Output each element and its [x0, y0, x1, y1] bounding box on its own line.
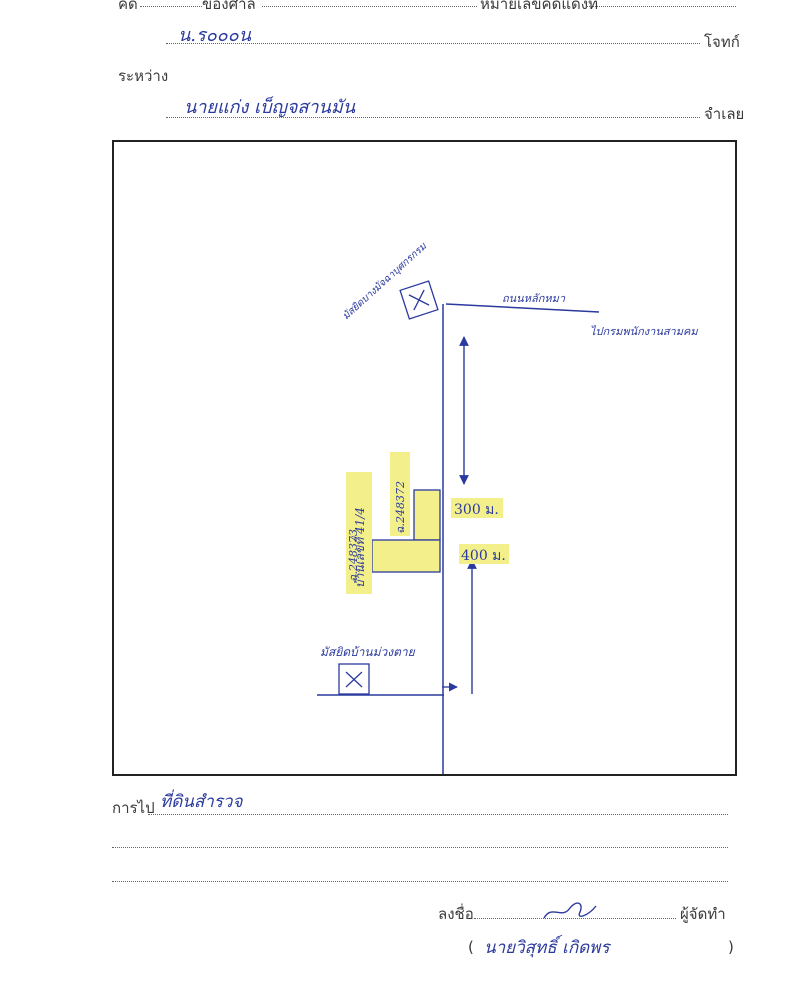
bottom-temple-label: มัสยิดบ้านม่วงตาย	[320, 645, 416, 659]
route-dots-1	[148, 814, 728, 815]
plot-right	[413, 489, 441, 541]
distance-top-highlight	[451, 498, 503, 518]
top-temple-label: มัสยิดบางมัจฉาบุศกรกรม	[340, 239, 430, 322]
distance-top-label: 300 ม.	[454, 502, 499, 518]
court-label: ของศาล	[202, 0, 256, 13]
case-dots	[140, 6, 202, 7]
house-number-label: บ้านเลขที่ 41/4	[351, 507, 367, 588]
location-map: ถนนหลักหมา ไปกรมพนักงานสามคม มัสยิดบางมั…	[317, 239, 698, 774]
deed-right-highlight	[390, 452, 410, 536]
sign-dots	[474, 918, 676, 919]
signature-scribble	[543, 902, 597, 919]
red-case-number-label: หมายเลขคดีแดงที่	[480, 0, 598, 13]
deed-right-label: ฉ.248372	[394, 481, 407, 534]
route-dots-3	[112, 881, 728, 882]
red-case-number-dots	[586, 6, 736, 7]
plaintiff-dots	[166, 43, 700, 44]
plaintiff-value: น.ร๐๐๐น	[178, 25, 251, 46]
distance-bottom-highlight	[459, 544, 509, 564]
house-label-highlight	[346, 472, 372, 594]
plot-left	[371, 539, 441, 573]
route-label: การไป	[112, 799, 155, 817]
signer-name: นายวิสุทธิ์ เกิดพร	[484, 938, 610, 958]
sign-label: ลงชื่อ	[438, 905, 474, 923]
distance-bottom-label: 400 ม.	[461, 548, 506, 564]
plaintiff-label: โจทก์	[704, 33, 740, 51]
top-temple-marker	[399, 280, 439, 320]
deed-left-label: ฉ.248373	[347, 529, 360, 582]
court-dots	[262, 6, 477, 7]
to-destination-label: ไปกรมพนักงานสามคม	[590, 325, 698, 338]
close-paren: )	[728, 938, 734, 956]
road-top-label: ถนนหลักหมา	[502, 292, 566, 305]
defendant-label: จำเลย	[704, 105, 745, 123]
route-dots-2	[112, 847, 728, 848]
open-paren: (	[468, 938, 474, 956]
defendant-dots	[166, 117, 700, 118]
upper-road-line	[445, 303, 600, 313]
bottom-temple-marker	[338, 663, 370, 695]
route-value: ที่ดินสำรวจ	[160, 792, 243, 812]
between-label: ระหว่าง	[118, 67, 169, 85]
case-label: คดี	[118, 0, 138, 13]
map-frame: ถนนหลักหมา ไปกรมพนักงานสามคม มัสยิดบางมั…	[112, 140, 737, 776]
preparer-label: ผู้จัดทำ	[680, 905, 726, 923]
defendant-value: นายแก่ง เบ็ญจสานมัน	[184, 97, 355, 118]
